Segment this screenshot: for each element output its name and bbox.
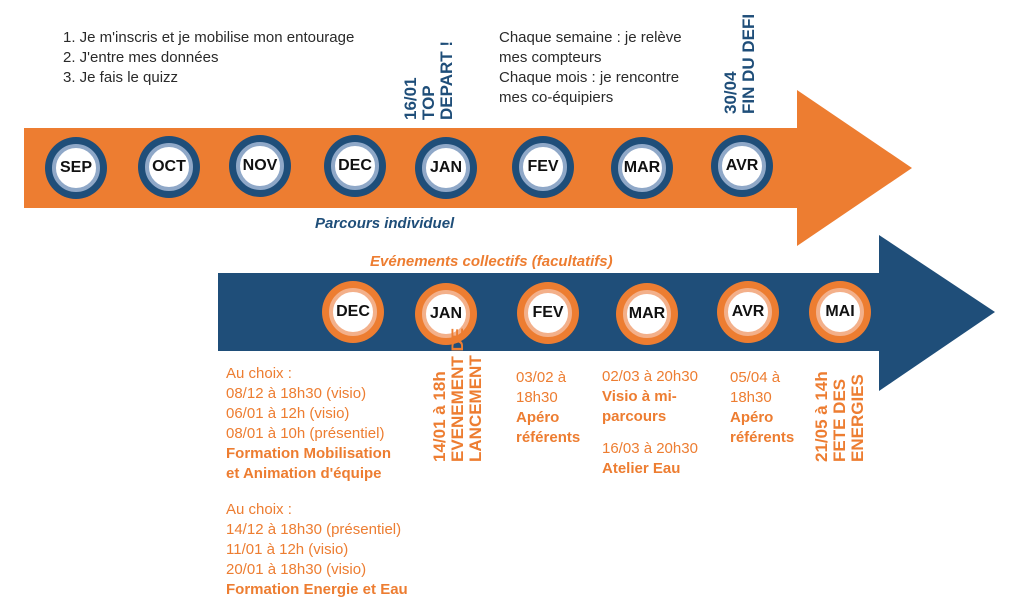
mar-date-2: 16/03 à 20h30	[602, 440, 698, 457]
dec-intro-2: Au choix :	[226, 501, 292, 518]
top-month-label: NOV	[242, 157, 278, 174]
avr-title-2: référents	[730, 429, 795, 446]
bottom-month-avr: AVR	[717, 281, 779, 343]
top-depart-date: 16/01	[401, 77, 420, 120]
top-month-oct: OCT	[138, 136, 200, 198]
top-month-avr: AVR	[711, 135, 773, 197]
top-month-nov: NOV	[229, 135, 291, 197]
mai-event-title-2: ENERGIES	[848, 374, 867, 462]
top-step-1: 1. Je m'inscris et je mobilise mon entou…	[63, 29, 355, 46]
top-month-label: DEC	[338, 157, 372, 174]
top-fin-date: 30/04	[721, 71, 740, 114]
bottom-month-dec: DEC	[322, 281, 384, 343]
bottom-month-label: FEV	[532, 304, 564, 321]
jan-event-title-1: EVENEMENT DE	[448, 327, 467, 462]
avr-date-2: 18h30	[730, 389, 772, 406]
bottom-month-fev: FEV	[517, 282, 579, 344]
bottom-month-mai: MAI	[809, 281, 871, 343]
dec-title-1a: Formation Mobilisation	[226, 445, 391, 462]
mar-date-1: 02/03 à 20h30	[602, 368, 698, 385]
avr-event: 05/04 à 18h30 Apéro référents	[730, 368, 794, 448]
mai-event-label: 21/05 à 14h FETE DES ENERGIES	[812, 371, 867, 462]
monthly-line-1: Chaque mois : je rencontre	[499, 69, 680, 86]
bottom-arrow-title: Evénements collectifs (facultatifs)	[370, 253, 613, 270]
top-step-2: 2. J'entre mes données	[63, 49, 219, 66]
dec-title-1b: et Animation d'équipe	[226, 465, 382, 482]
bottom-month-label: AVR	[731, 303, 765, 320]
dec-intro-1: Au choix :	[226, 365, 292, 382]
mai-event-date: 21/05 à 14h	[812, 371, 831, 462]
jan-event-date: 14/01 à 18h	[430, 371, 449, 462]
monthly-line-2: mes co-équipiers	[499, 89, 614, 106]
top-month-label: FEV	[527, 158, 559, 175]
bottom-month-label: JAN	[429, 305, 462, 322]
top-depart-label: 16/01 TOP DEPART !	[401, 40, 456, 120]
top-month-label: SEP	[59, 159, 92, 176]
bottom-month-label: DEC	[336, 303, 370, 320]
top-depart-top: TOP	[419, 85, 438, 120]
weekly-line-1: Chaque semaine : je relève	[499, 29, 682, 46]
bottom-arrow	[218, 235, 995, 391]
dec-date-3: 08/01 à 10h (présentiel)	[226, 425, 385, 442]
top-step-3: 3. Je fais le quizz	[63, 69, 179, 86]
top-depart-text: DEPART !	[437, 40, 456, 120]
bottom-month-jan: JAN	[415, 283, 477, 345]
dec-date-2: 06/01 à 12h (visio)	[226, 405, 350, 422]
mar-title-2: Atelier Eau	[602, 460, 681, 477]
top-month-mar: MAR	[611, 137, 673, 199]
top-fin-label: 30/04 FIN DU DEFI	[721, 13, 758, 114]
top-month-label: JAN	[429, 159, 462, 176]
dec-date-6: 20/01 à 18h30 (visio)	[226, 561, 367, 578]
mai-event-title-1: FETE DES	[830, 378, 849, 462]
avr-title-1: Apéro	[730, 409, 774, 426]
top-month-fev: FEV	[512, 136, 574, 198]
jan-event-title-2: LANCEMENT	[466, 355, 485, 462]
bottom-month-mar: MAR	[616, 283, 678, 345]
dec-date-1: 08/12 à 18h30 (visio)	[226, 385, 367, 402]
jan-event-label: 14/01 à 18h EVENEMENT DE LANCEMENT	[430, 327, 485, 462]
weekly-line-2: mes compteurs	[499, 49, 602, 66]
top-steps-list: 1. Je m'inscris et je mobilise mon entou…	[63, 28, 354, 88]
mar-event: 02/03 à 20h30 Visio à mi- parcours 16/03…	[602, 367, 698, 479]
fev-date-2: 18h30	[516, 389, 558, 406]
dec-date-5: 11/01 à 12h (visio)	[226, 541, 349, 558]
bottom-month-label: MAR	[628, 305, 666, 322]
top-fin-text: FIN DU DEFI	[739, 13, 758, 114]
bottom-month-label: MAI	[825, 303, 855, 320]
top-month-label: MAR	[623, 159, 661, 176]
mar-title-1a: Visio à mi-	[602, 388, 677, 405]
dec-events-block: Au choix : 08/12 à 18h30 (visio) 06/01 à…	[226, 364, 408, 600]
avr-date-1: 05/04 à	[730, 369, 781, 386]
top-month-label: AVR	[725, 157, 759, 174]
top-weekly-text: Chaque semaine : je relève mes compteurs…	[499, 28, 682, 108]
dec-title-2: Formation Energie et Eau	[226, 581, 408, 598]
fev-title-2: référents	[516, 429, 581, 446]
top-month-jan: JAN	[415, 137, 477, 199]
top-month-label: OCT	[152, 158, 186, 175]
top-month-dec: DEC	[324, 135, 386, 197]
top-arrow-label: Parcours individuel	[315, 215, 455, 232]
fev-date-1: 03/02 à	[516, 369, 567, 386]
top-month-sep: SEP	[45, 137, 107, 199]
mar-title-1b: parcours	[602, 408, 667, 425]
fev-event: 03/02 à 18h30 Apéro référents	[516, 368, 580, 448]
dec-date-4: 14/12 à 18h30 (présentiel)	[226, 521, 402, 538]
fev-title-1: Apéro	[516, 409, 560, 426]
